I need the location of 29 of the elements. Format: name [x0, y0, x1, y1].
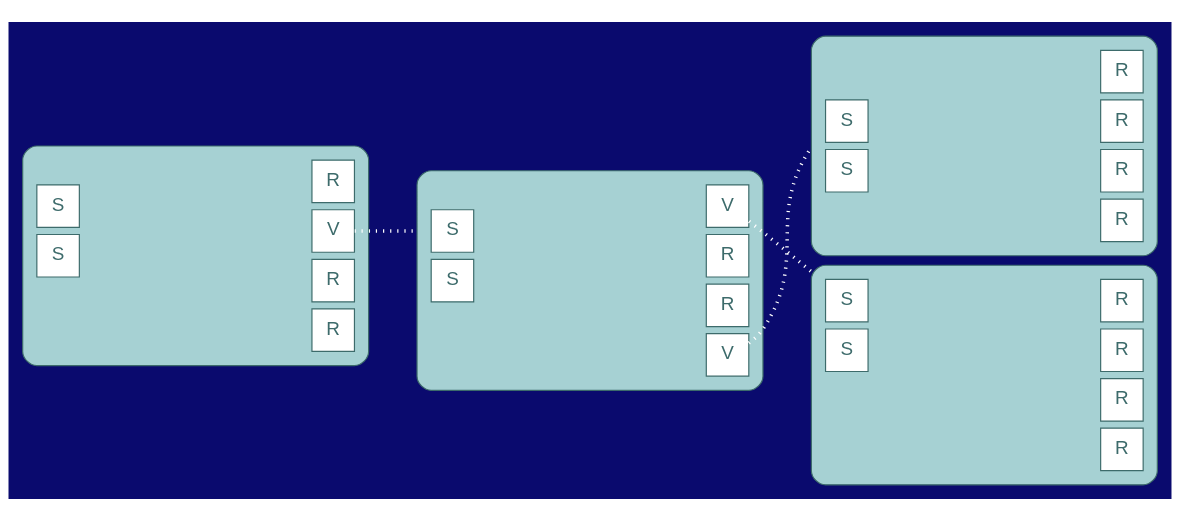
node-box: R: [1100, 377, 1144, 422]
node-box: S: [36, 233, 80, 278]
node-box: S: [824, 278, 869, 322]
node-box: V: [311, 208, 356, 253]
node-box: S: [824, 98, 869, 143]
node-box: S: [824, 148, 869, 193]
cluster: [810, 264, 1158, 485]
node-box: R: [1100, 278, 1144, 322]
node-box: S: [36, 183, 80, 228]
node-box: V: [705, 332, 750, 377]
node-box: R: [1100, 198, 1144, 242]
node-box: R: [1100, 427, 1144, 471]
node-box: S: [430, 208, 475, 253]
cluster: [416, 169, 764, 391]
node-box: R: [311, 307, 356, 352]
node-box: R: [1100, 327, 1144, 372]
node-box: R: [705, 283, 750, 327]
node-box: S: [430, 258, 475, 302]
cluster: [22, 144, 370, 366]
node-box: R: [1100, 148, 1144, 193]
cluster: [810, 35, 1158, 256]
node-box: V: [705, 183, 750, 228]
connector: [748, 219, 813, 273]
node-box: S: [824, 327, 869, 372]
node-box: R: [311, 159, 356, 203]
node-box: R: [1100, 98, 1144, 143]
node-box: R: [1100, 49, 1144, 93]
node-box: R: [311, 258, 356, 302]
node-box: R: [705, 233, 750, 278]
